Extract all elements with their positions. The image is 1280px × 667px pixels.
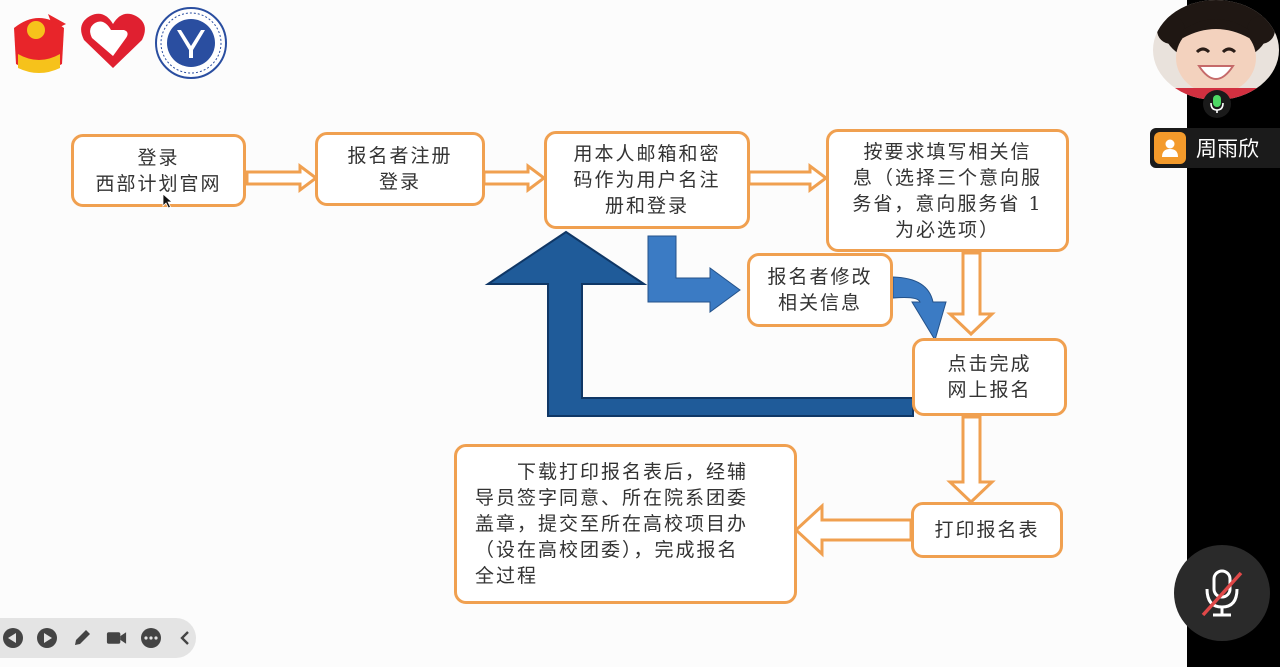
university-seal-logo (155, 7, 227, 79)
bent-arrow-to-edit (647, 235, 741, 313)
slide-area: 登录 西部计划官网 报名者注册 登录 用本人邮箱和密 码作为用户名注 册和登录 … (0, 7, 1069, 658)
arrow-4-to-6 (946, 251, 996, 337)
arrow-3-to-4 (747, 163, 829, 193)
step-print-form: 打印报名表 (911, 502, 1063, 558)
play-icon[interactable] (36, 627, 58, 650)
mute-toggle-button[interactable] (1174, 545, 1270, 641)
step-final-submit: 下载打印报名表后，经辅 导员签字同意、所在院系团委 盖章，提交至所在高校项目办 … (454, 444, 797, 604)
step-login-website: 登录 西部计划官网 (71, 134, 246, 207)
participant-name-tag: 周雨欣 (1150, 128, 1280, 168)
more-icon[interactable] (140, 627, 162, 650)
arrow-1-to-2 (245, 163, 319, 193)
pen-icon[interactable] (70, 627, 92, 650)
loop-back-arrow (484, 230, 914, 417)
step-register-login: 报名者注册 登录 (315, 132, 485, 206)
play-back-icon[interactable] (2, 627, 24, 650)
step-fill-info: 按要求填写相关信 息（选择三个意向服 务省，意向服务省 1 为必选项） (826, 129, 1069, 252)
step-edit-info: 报名者修改 相关信息 (747, 253, 893, 327)
user-icon (1154, 132, 1186, 164)
arrow-7-to-8 (793, 502, 913, 558)
youth-league-logo (14, 14, 66, 73)
curved-arrow-to-finish (892, 276, 947, 342)
collapse-icon[interactable] (174, 627, 196, 650)
step-complete-signup: 点击完成 网上报名 (912, 338, 1067, 416)
mic-muted-icon (1201, 569, 1243, 617)
participant-avatar[interactable] (1153, 0, 1279, 100)
mic-on-icon (1203, 90, 1231, 118)
flow-arrows (245, 163, 996, 558)
arrow-6-to-7 (946, 415, 996, 505)
step-email-username: 用本人邮箱和密 码作为用户名注 册和登录 (544, 131, 750, 229)
camera-icon[interactable] (105, 627, 128, 650)
volunteer-heart-logo (81, 13, 145, 68)
mouse-cursor-icon (162, 193, 174, 209)
participant-name: 周雨欣 (1196, 137, 1259, 161)
presentation-toolbar (0, 618, 196, 658)
arrow-2-to-3 (482, 163, 547, 193)
